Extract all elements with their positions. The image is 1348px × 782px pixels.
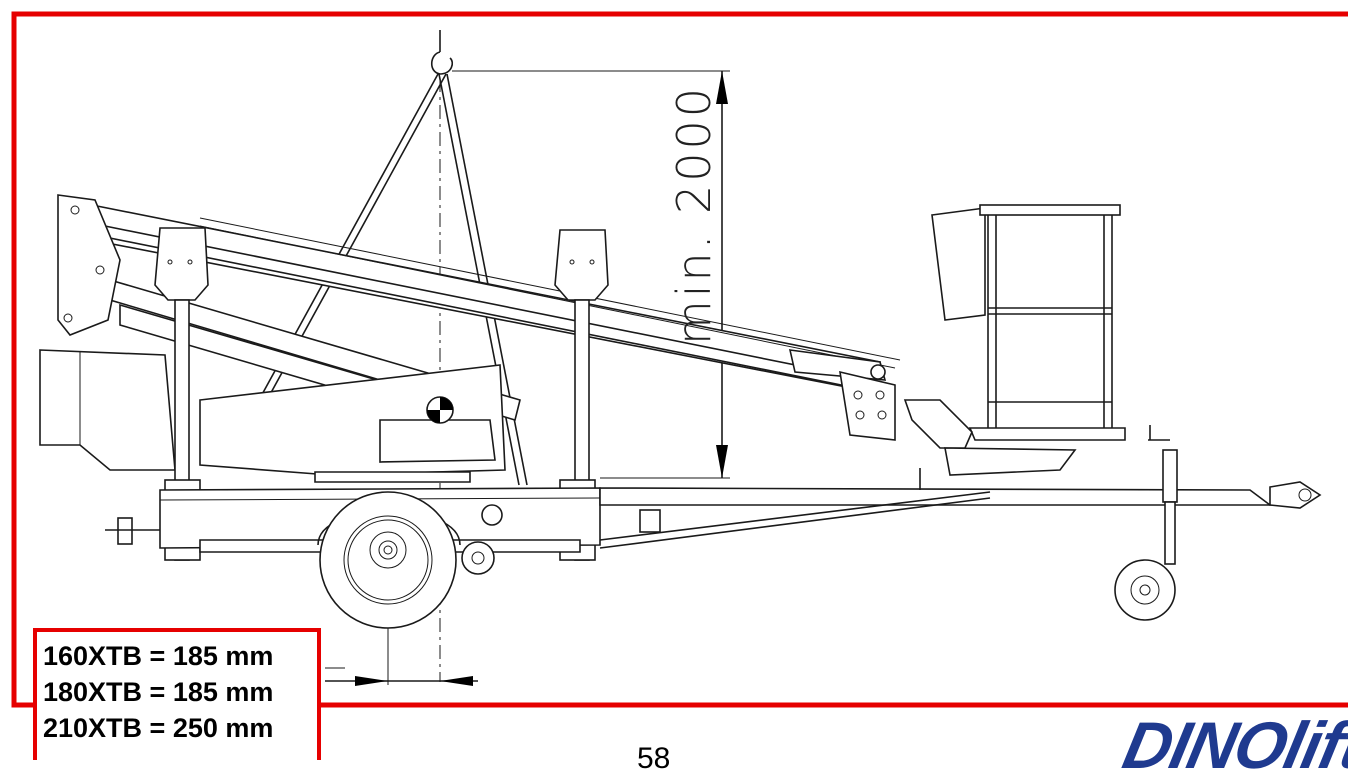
basket xyxy=(903,204,1126,490)
spec-line-210xtb: 210XTB = 250 mm xyxy=(43,713,274,743)
offset-dimension xyxy=(325,628,478,686)
brand-logo: DINOlift xyxy=(1117,708,1348,782)
spec-box: 160XTB = 185 mm 180XTB = 185 mm 210XTB =… xyxy=(33,628,321,760)
height-dimension xyxy=(452,70,730,479)
lifting-diagram xyxy=(11,11,1348,708)
support-wheel xyxy=(461,504,503,575)
chassis xyxy=(105,481,1322,553)
spec-line-160xtb: 160XTB = 185 mm xyxy=(43,641,274,671)
turret xyxy=(199,364,506,483)
page-number: 58 xyxy=(637,742,671,775)
red-frame xyxy=(11,11,1348,708)
lifting-hook xyxy=(430,30,454,75)
jockey-wheel xyxy=(1114,425,1178,621)
height-dimension-label: min. 2000 xyxy=(667,84,721,346)
spec-line-180xtb: 180XTB = 185 mm xyxy=(43,677,274,707)
rear-box xyxy=(39,349,176,471)
